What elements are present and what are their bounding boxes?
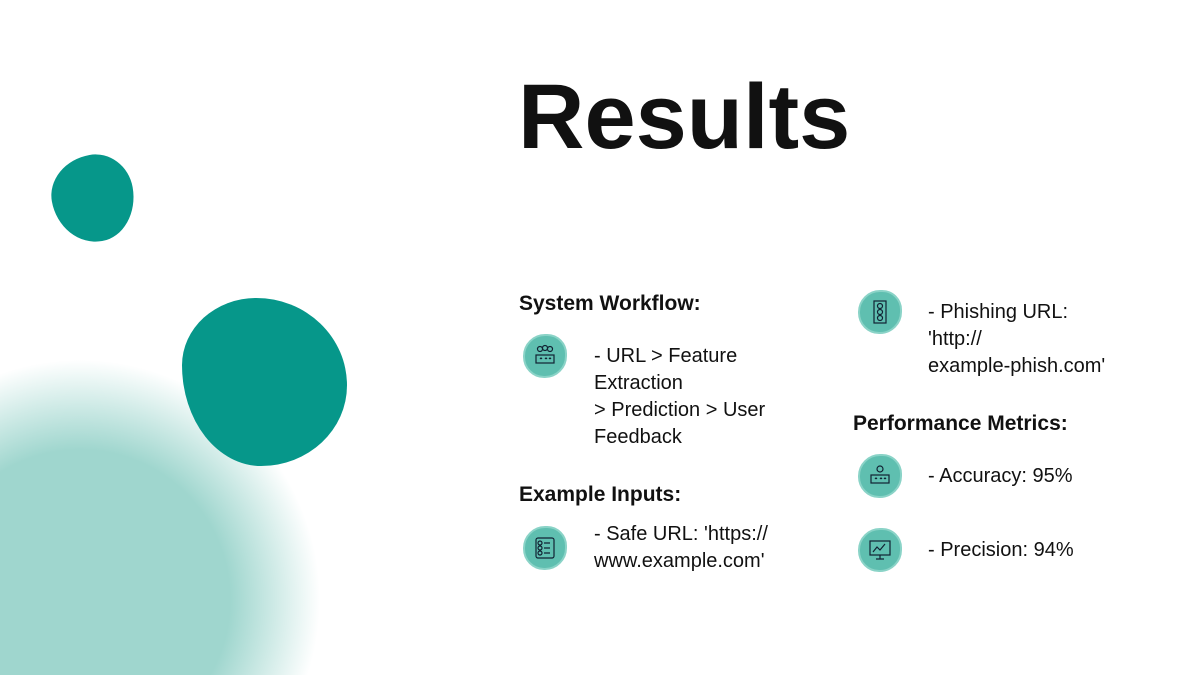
- inputs-heading: Example Inputs:: [519, 483, 682, 506]
- checklist-icon: [523, 526, 567, 570]
- safe-url-text: - Safe URL: 'https:// www.example.com': [594, 523, 768, 572]
- monitor-chart-icon: [858, 528, 902, 572]
- workflow-heading: System Workflow:: [519, 292, 701, 315]
- precision-text: - Precision: 94%: [928, 539, 1074, 561]
- team-rating-icon: [523, 334, 567, 378]
- decorative-blob-small: [45, 148, 141, 249]
- rating-person-icon: [858, 454, 902, 498]
- metrics-heading: Performance Metrics:: [853, 412, 1068, 435]
- workflow-text: - URL > Feature Extraction > Prediction …: [594, 345, 766, 448]
- page-title: Results: [518, 66, 851, 168]
- traffic-light-icon: [858, 290, 902, 334]
- decorative-blob-large: [182, 298, 347, 466]
- accuracy-text: - Accuracy: 95%: [928, 465, 1073, 487]
- phishing-url-text: - Phishing URL: 'http:// example-phish.c…: [928, 301, 1106, 377]
